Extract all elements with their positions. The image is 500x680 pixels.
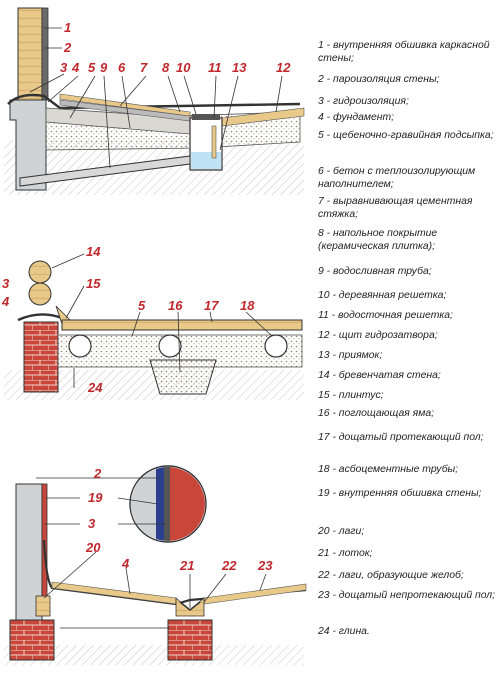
pit-water xyxy=(191,152,221,169)
asbestos-pipe xyxy=(68,334,92,358)
wall-inner-lining xyxy=(41,7,49,101)
callout-3: 3 xyxy=(60,60,68,75)
callout-2: 2 xyxy=(93,466,102,481)
ceramic-tile xyxy=(59,93,191,117)
section-middle-leaking-floor: 14 15 3 4 5 16 17 18 24 xyxy=(1,244,304,400)
callout-15: 15 xyxy=(86,276,101,291)
bottom-leaders xyxy=(36,477,267,629)
callout-4: 4 xyxy=(71,60,80,75)
callout-13: 13 xyxy=(232,60,247,75)
legend-item: 22 - лаги, образующие желоб; xyxy=(318,570,464,581)
brick-foundation xyxy=(9,619,55,661)
section-top-tile-floor: 1 2 3 4 5 6 7 8 9 10 11 13 12 xyxy=(4,7,305,195)
tight-plank-floor xyxy=(51,581,177,605)
callout-22: 22 xyxy=(221,558,237,573)
legend-item: 3 - гидроизоляция; xyxy=(318,96,409,107)
callout-10: 10 xyxy=(176,60,191,75)
frame-wall xyxy=(17,7,43,101)
callout-6: 6 xyxy=(118,60,126,75)
callout-17: 17 xyxy=(204,298,219,313)
asbestos-pipe xyxy=(264,334,288,358)
tray xyxy=(179,601,201,612)
legend-item: 2 - пароизоляция стены; xyxy=(318,74,440,85)
callout-2: 2 xyxy=(63,40,72,55)
legend-item: 21 - лоток; xyxy=(318,548,373,559)
middle-leaders xyxy=(51,253,273,388)
callout-3: 3 xyxy=(88,516,96,531)
legend-item: 23 - дощатый непротекающий пол; xyxy=(318,590,496,601)
legend-item: 8 - напольное покрытие (керамическая пли… xyxy=(318,228,438,252)
plank-floor xyxy=(61,319,303,331)
legend-item: 14 - бревенчатая стена; xyxy=(318,370,441,381)
legend-item: 4 - фундамент; xyxy=(318,112,395,123)
joist xyxy=(35,595,51,617)
callout-3: 3 xyxy=(2,276,10,291)
log xyxy=(28,260,52,284)
legend-item: 24 - глина. xyxy=(318,626,370,637)
drain-pipe xyxy=(19,155,191,187)
callout-4: 4 xyxy=(1,294,10,309)
soil xyxy=(4,645,304,665)
legend-item: 18 - асбоцементные трубы; xyxy=(318,464,459,475)
callout-21: 21 xyxy=(179,558,194,573)
legend-item: 5 - щебеночно-гравийная подсыпка; xyxy=(318,130,494,141)
callout-19: 19 xyxy=(88,490,103,505)
callout-23: 23 xyxy=(257,558,273,573)
bottom-callouts: 2 19 3 20 4 21 22 23 xyxy=(85,466,273,573)
brick-foundation xyxy=(23,321,59,393)
legend-item: 1 - внутренняя обшивка каркасной стены; xyxy=(318,40,490,64)
absorbing-pit xyxy=(149,359,217,395)
legend-item: 7 - выравнивающая цементная стяжка; xyxy=(318,196,473,220)
callout-1: 1 xyxy=(64,20,71,35)
middle-callouts: 14 15 3 4 5 16 17 18 24 xyxy=(1,244,255,395)
callout-7: 7 xyxy=(140,60,148,75)
brick-foundation xyxy=(167,619,213,661)
water-seal-board xyxy=(211,125,217,159)
legend-item: 16 - поглощающая яма; xyxy=(318,408,435,419)
callout-9: 9 xyxy=(100,60,108,75)
callout-4: 4 xyxy=(121,556,130,571)
section-bottom-tight-floor: 2 19 3 20 4 21 22 23 xyxy=(4,465,307,665)
legend-item: 11 - водосточная решетка; xyxy=(318,310,453,321)
legend-item: 17 - дощатый протекающий пол; xyxy=(318,432,484,443)
asbestos-pipe xyxy=(158,334,182,358)
top-leaders xyxy=(29,27,283,169)
legend-item: 20 - лаги; xyxy=(318,526,365,537)
legend-item: 6 - бетон с теплоизолирующим наполнителе… xyxy=(318,166,476,190)
waterproofing xyxy=(17,313,63,322)
callout-24: 24 xyxy=(87,380,103,395)
callout-5: 5 xyxy=(138,298,146,313)
callout-14: 14 xyxy=(86,244,101,259)
callout-12: 12 xyxy=(276,60,291,75)
legend-item: 19 - внутренняя обшивка стены; xyxy=(318,488,482,499)
callout-5: 5 xyxy=(88,60,96,75)
log xyxy=(28,282,52,306)
waterproofing xyxy=(7,93,301,110)
callout-11: 11 xyxy=(208,60,222,75)
legend-item: 15 - плинтус; xyxy=(318,390,384,401)
callout-20: 20 xyxy=(85,540,101,555)
tight-plank-floor xyxy=(203,583,307,605)
legend-item: 13 - приямок; xyxy=(318,350,383,361)
drain-grate xyxy=(192,114,220,120)
legend-item: 12 - щит гидрозатвора; xyxy=(318,330,438,341)
callout-8: 8 xyxy=(162,60,170,75)
legend-item: 10 - деревянная решетка; xyxy=(318,290,447,301)
foundation xyxy=(9,99,47,191)
callout-18: 18 xyxy=(240,298,255,313)
top-callouts: 1 2 3 4 5 6 7 8 9 10 11 13 12 xyxy=(60,20,291,75)
legend-item: 9 - водосливная труба; xyxy=(318,266,432,277)
callout-16: 16 xyxy=(168,298,183,313)
